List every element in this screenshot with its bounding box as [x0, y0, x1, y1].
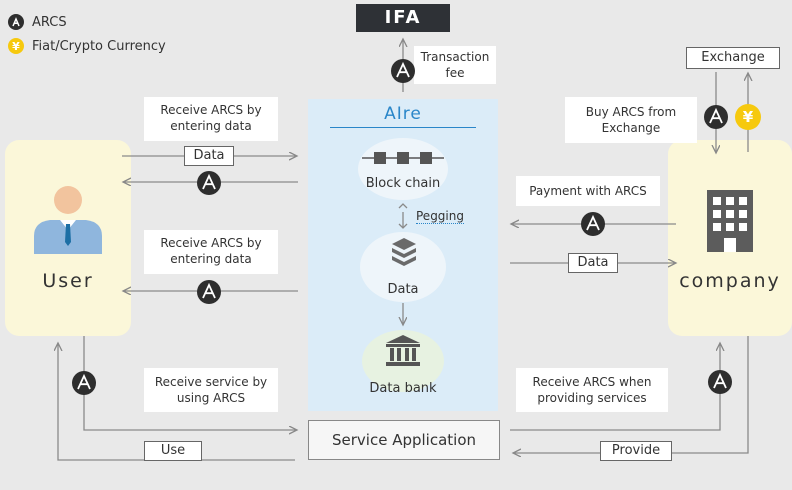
payment-bg [516, 176, 660, 206]
databank-label: Data bank [369, 381, 437, 396]
fiat-coin-icon: ¥ [8, 38, 24, 54]
use-box: Use [144, 441, 202, 461]
user-avatar-icon [32, 184, 104, 258]
data-box-user: Data [184, 146, 234, 166]
receive-arcs-1-bg [144, 97, 278, 141]
arcs-coin-icon [580, 211, 606, 241]
receive-providing-bg [516, 368, 668, 412]
receive-arcs-2-label: Receive ARCS by entering data [160, 236, 262, 266]
buy-arcs-label: Buy ARCS from Exchange [585, 105, 677, 135]
arcs-coin-icon [707, 369, 733, 399]
fiat-coin-icon: ¥ [735, 104, 761, 130]
exchange-box: Exchange [686, 47, 780, 69]
service-application-box: Service Application [308, 420, 500, 460]
arcs-coin-icon [8, 14, 24, 30]
arcs-coin-icon [390, 58, 416, 88]
ifa-box: IFA [356, 4, 450, 32]
receive-providing-label: Receive ARCS when providing services [532, 375, 652, 405]
receive-service-label: Receive service by using ARCS [154, 375, 268, 405]
receive-arcs-1-label: Receive ARCS by entering data [160, 103, 262, 133]
blockchain-label: Block chain [365, 176, 441, 191]
data-box-company: Data [568, 253, 618, 273]
receive-arcs-2-bg [144, 230, 278, 274]
building-icon [705, 190, 755, 256]
receive-service-bg [144, 368, 278, 412]
provide-box: Provide [600, 441, 672, 461]
aire-title: AIre [384, 104, 422, 124]
pegging-label: Pegging [416, 209, 464, 224]
legend-arcs: ARCS [8, 14, 67, 30]
blockchain-ellipse [358, 138, 448, 200]
aire-title-underline [330, 127, 476, 128]
bank-icon [385, 334, 421, 372]
fee-bg [414, 46, 496, 84]
arcs-coin-icon [71, 370, 97, 400]
company-title: company [679, 270, 781, 292]
blockchain-icon [362, 150, 444, 170]
buy-arcs-bg [565, 97, 697, 143]
legend-arcs-label: ARCS [32, 14, 67, 30]
legend-fiat: ¥ Fiat/Crypto Currency [8, 38, 166, 54]
payment-label: Payment with ARCS [529, 184, 647, 198]
data-label: Data [387, 282, 419, 297]
arcs-coin-icon [196, 170, 222, 200]
user-title: User [42, 270, 94, 292]
arcs-coin-icon [703, 104, 729, 134]
transaction-fee-label: Transaction fee [420, 50, 490, 80]
legend-fiat-label: Fiat/Crypto Currency [32, 38, 166, 54]
database-icon [390, 236, 418, 276]
arcs-coin-icon [196, 279, 222, 309]
